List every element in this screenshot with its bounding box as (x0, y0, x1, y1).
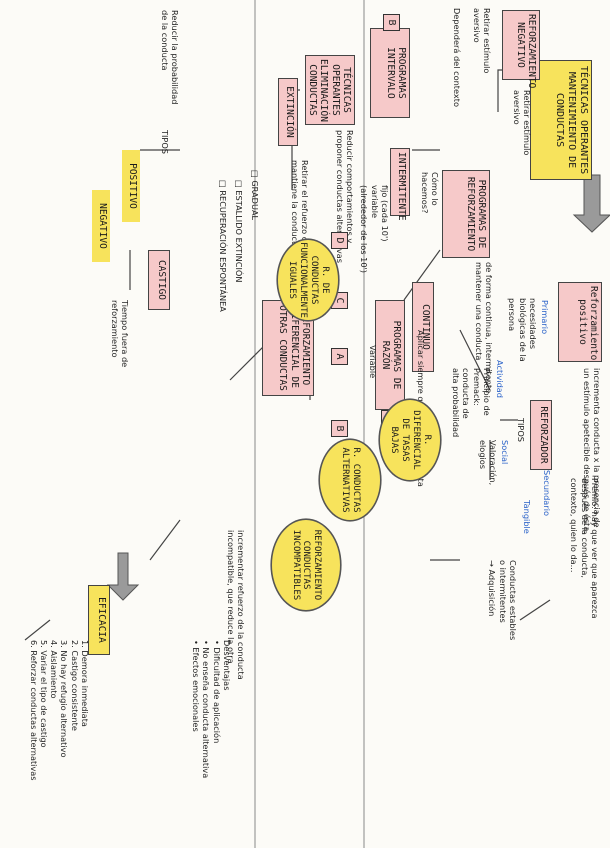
letter-a: A (331, 348, 348, 365)
letter-d: D (331, 232, 348, 249)
extincion-note: Retirar el refuerzo que mantiene la cond… (289, 160, 310, 252)
cloud-alternativas: R. CONDUCTAS ALTERNATIVAS (320, 440, 380, 520)
castigo-label: CASTIGO (156, 259, 167, 301)
neg-reinforcement-label: REFORZAMIENTO NEGATIVO (514, 14, 537, 89)
programas-reforzamiento-box: PROGRAMAS DE REFORZAMIENTO (442, 170, 490, 258)
fijo-note: fijo (cada 10') variable (alrededor de l… (359, 185, 391, 273)
eficacia-list: 1. Demora inmediata 2. Castigo consisten… (28, 640, 90, 781)
programas-intervalo-box: PROGRAMAS INTERVALO (370, 28, 410, 118)
tecnicas-eliminacion-label: TÉCNICAS OPERANTES ELIMINACIÓN CONDUCTAS (306, 59, 352, 122)
cloud-alternativas-text: R. CONDUCTAS ALTERNATIVAS (340, 447, 361, 513)
dependera-note: Dependerá del contexto (452, 8, 462, 107)
type-tangible: Tangible (522, 500, 532, 534)
cloud-tasas-bajas-text: R. DIFERENCIAL DE TASAS BAJAS (389, 410, 432, 470)
letter-b-circle: B (383, 14, 400, 31)
intermitente-label: INTERMITENTE (396, 152, 407, 221)
positivo-box: POSITIVO (122, 150, 140, 222)
recuperacion-note: □ RECUPERACIÓN ESPONTÁNEA (218, 180, 228, 312)
negativo-box: NEGATIVO (92, 190, 110, 262)
type-primario: Primario (540, 300, 550, 335)
variable-note: Variable (368, 345, 378, 379)
type-social: Social (500, 440, 510, 465)
positivo-label: POSITIVO (127, 163, 138, 209)
type-actividad: Actividad (495, 360, 505, 398)
letter-b: B (331, 420, 348, 437)
reforzador-label: REFORZADOR (538, 406, 549, 464)
tipos-label: TIPOS (516, 418, 526, 442)
estallido-note: □ ESTALLIDO EXTINCIÓN (234, 180, 244, 283)
intermitente-box: INTERMITENTE (390, 148, 410, 221)
reforzador-box: REFORZADOR (530, 400, 552, 470)
pos-reinforcement-label: Reforzamiento positivo (576, 286, 599, 361)
extincion-label: EXTINCIÓN (284, 86, 295, 138)
como-hacemos-note: Cómo lo hacemos? (419, 172, 440, 214)
neg-reinforcement-note: Retirar estímulo aversivo (511, 90, 532, 156)
cloud-incompatibles: REFORZAMIENTO CONDUCTAS INCOMPATIBLES (272, 520, 340, 610)
eficacia-box: EFICACIA (88, 585, 110, 655)
type-secundario: Secundario (542, 470, 552, 516)
gradual-note: □ GRADUAL (250, 170, 260, 221)
cloud-tasas-bajas: R. DIFERENCIAL DE TASAS BAJAS (380, 400, 440, 480)
tecnicas-operantes-box: TÉCNICAS OPERANTES ELIMINACIÓN CONDUCTAS (305, 55, 355, 125)
actividad-note: Principio de Premack: conducta de alta p… (451, 368, 492, 438)
castigo-note: Reducir la probabilidad de la conducta (159, 10, 180, 105)
programas-reforzamiento-label: PROGRAMAS DE REFORZAMIENTO (464, 176, 487, 252)
cloud-incompatibles-text: REFORZAMIENTO CONDUCTAS INCOMPATIBLES (290, 529, 323, 601)
programas-intervalo-label: PROGRAMAS INTERVALO (384, 47, 407, 99)
social-note: Valoración, elogios (477, 440, 498, 486)
castigo-tipos-label: TIPOS (160, 130, 170, 154)
castigo-box: CASTIGO (148, 250, 170, 310)
neg-reinforcement-box: REFORZAMIENTO NEGATIVO (502, 10, 540, 88)
main-title: TÉCNICAS OPERANTES MANTENIMIENTO DE COND… (554, 65, 589, 175)
programas-razon-label: PROGRAMAS DE RAZÓN (379, 320, 402, 390)
cloud-funcionalmente-iguales: R. DE CONDUCTAS FUNCIONALMENTE IGUALES (278, 240, 338, 320)
bottom-note: incrementar refuerzo de la conducta inco… (225, 530, 246, 680)
primario-note: necesidades biológicas de la persona (507, 298, 539, 362)
pos-reinforcement-box: Reforzamiento positivo (558, 282, 602, 362)
tiempo-fuera-note: Tiempo fuera de reforzamiento (109, 300, 130, 368)
programas-razon-box: PROGRAMAS DE RAZÓN (375, 300, 405, 410)
eficacia-label: EFICACIA (96, 597, 107, 643)
adquisicion-note: Conductas estables o intermitentes → Adq… (487, 560, 519, 641)
retirar-note: Retirar estímulo aversivo (471, 8, 492, 74)
extincion-box: EXTINCIÓN (278, 78, 298, 146)
cloud-funcionalmente-iguales-text: R. DE CONDUCTAS FUNCIONALMENTE IGUALES (287, 242, 330, 318)
premio-note: Premio: hay que ver que aparezca después… (569, 478, 601, 619)
negativo-label: NEGATIVO (97, 203, 108, 249)
